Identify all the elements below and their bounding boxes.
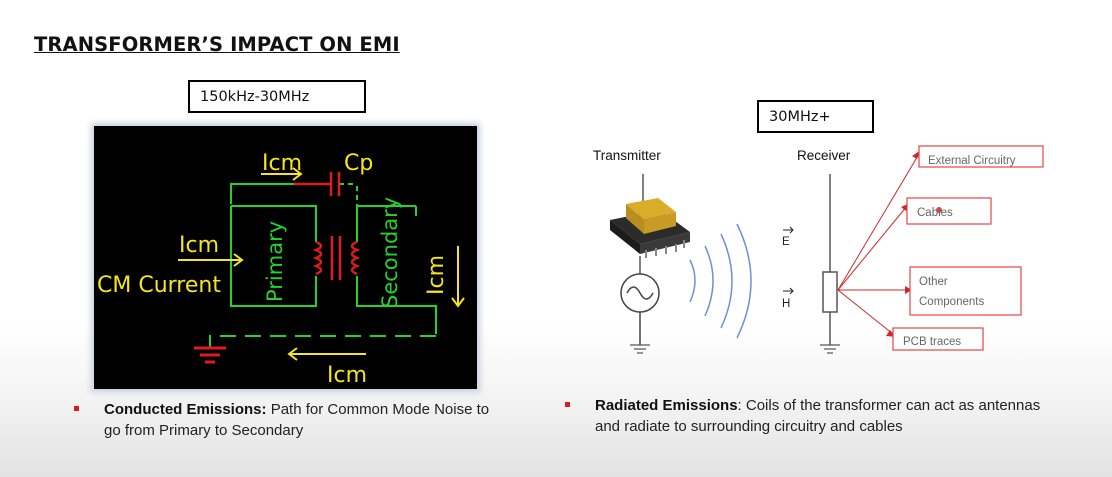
primary-top-wire — [231, 205, 317, 242]
receiver-ground-icon — [820, 344, 840, 354]
bullet-square-icon — [565, 402, 570, 407]
label-icm-right: Icm — [424, 255, 449, 295]
coupling-capacitor-icon — [294, 172, 341, 196]
radiated-bullet-text: : Coils of the transformer can act as an… — [595, 397, 1041, 435]
secondary-bottom-wire — [356, 276, 437, 334]
wire-cap-left — [230, 183, 294, 204]
target-cables-label: Cables — [917, 207, 953, 219]
radiated-frequency-box: 30MHz+ — [757, 100, 874, 133]
bullet-square-icon — [74, 406, 79, 411]
target-cables-box — [906, 197, 992, 225]
conducted-frequency-label: 150kHz-30MHz — [200, 88, 310, 105]
radiated-bullet-heading: Radiated Emissions — [595, 397, 738, 414]
label-cp: Cp — [344, 151, 373, 176]
coupling-arrows — [837, 153, 920, 335]
receiver-label: Receiver — [797, 148, 851, 163]
label-primary: Primary — [263, 221, 287, 302]
label-secondary: Secondary — [378, 197, 402, 308]
e-field-label: E — [782, 236, 790, 248]
radiated-frequency-label: 30MHz+ — [769, 108, 831, 125]
target-labels: External Circuitry Cables Other Componen… — [903, 155, 1016, 348]
target-other-label: Other — [919, 276, 948, 288]
label-icm-top: Icm — [262, 151, 302, 176]
h-field-label: H — [782, 298, 790, 310]
target-components-label: Components — [919, 296, 984, 308]
conducted-bullet-heading: Conducted Emissions: — [104, 401, 267, 418]
target-external-circuitry-label: External Circuitry — [928, 155, 1016, 167]
receiver-antenna-icon — [822, 174, 838, 345]
transmitter-ground-icon — [630, 344, 650, 354]
label-icm-left: Icm — [179, 233, 219, 258]
slide-title: TRANSFORMER’S IMPACT ON EMI — [34, 33, 400, 56]
target-pcb-traces-box — [892, 327, 984, 351]
circuit-labels: Icm Cp Icm CM Current Icm Icm — [97, 151, 449, 388]
current-arrows — [178, 167, 465, 361]
return-path-wire — [209, 335, 436, 348]
radiated-diagram-svg: Transmitter Receiver — [593, 145, 1044, 354]
radiated-emissions-bullet: Radiated Emissions: Coils of the transfo… — [565, 395, 1065, 437]
conducted-frequency-box: 150kHz-30MHz — [188, 80, 366, 113]
winding-labels: Primary Secondary — [263, 197, 402, 308]
conducted-bullet-text: Path for Common Mode Noise to go from Pr… — [104, 401, 490, 439]
target-boxes — [892, 145, 1044, 351]
conducted-emissions-diagram: Icm Cp Icm CM Current Icm Icm Primary Se… — [94, 126, 477, 389]
cursor-dot-icon — [936, 207, 942, 213]
target-external-circuitry-box — [918, 145, 1044, 168]
radiated-waves-icon — [689, 223, 752, 339]
label-icm-bottom: Icm — [327, 363, 367, 388]
radiated-emissions-diagram: Transmitter Receiver — [580, 140, 1080, 360]
target-pcb-traces-label: PCB traces — [903, 336, 961, 348]
circuit-wires — [209, 183, 437, 348]
label-cm-current: CM Current — [97, 273, 221, 298]
ground-icon — [194, 346, 226, 364]
primary-loop-wire — [230, 206, 317, 307]
conducted-emissions-bullet: Conducted Emissions: Path for Common Mod… — [74, 399, 504, 441]
transmitter-label: Transmitter — [593, 148, 661, 163]
target-other-components-box — [909, 266, 1022, 316]
transformer-component-icon — [610, 174, 690, 274]
conducted-circuit-svg: Icm Cp Icm CM Current Icm Icm Primary Se… — [97, 151, 465, 388]
transformer-coils-icon — [312, 236, 361, 280]
ac-source-icon — [620, 273, 660, 345]
